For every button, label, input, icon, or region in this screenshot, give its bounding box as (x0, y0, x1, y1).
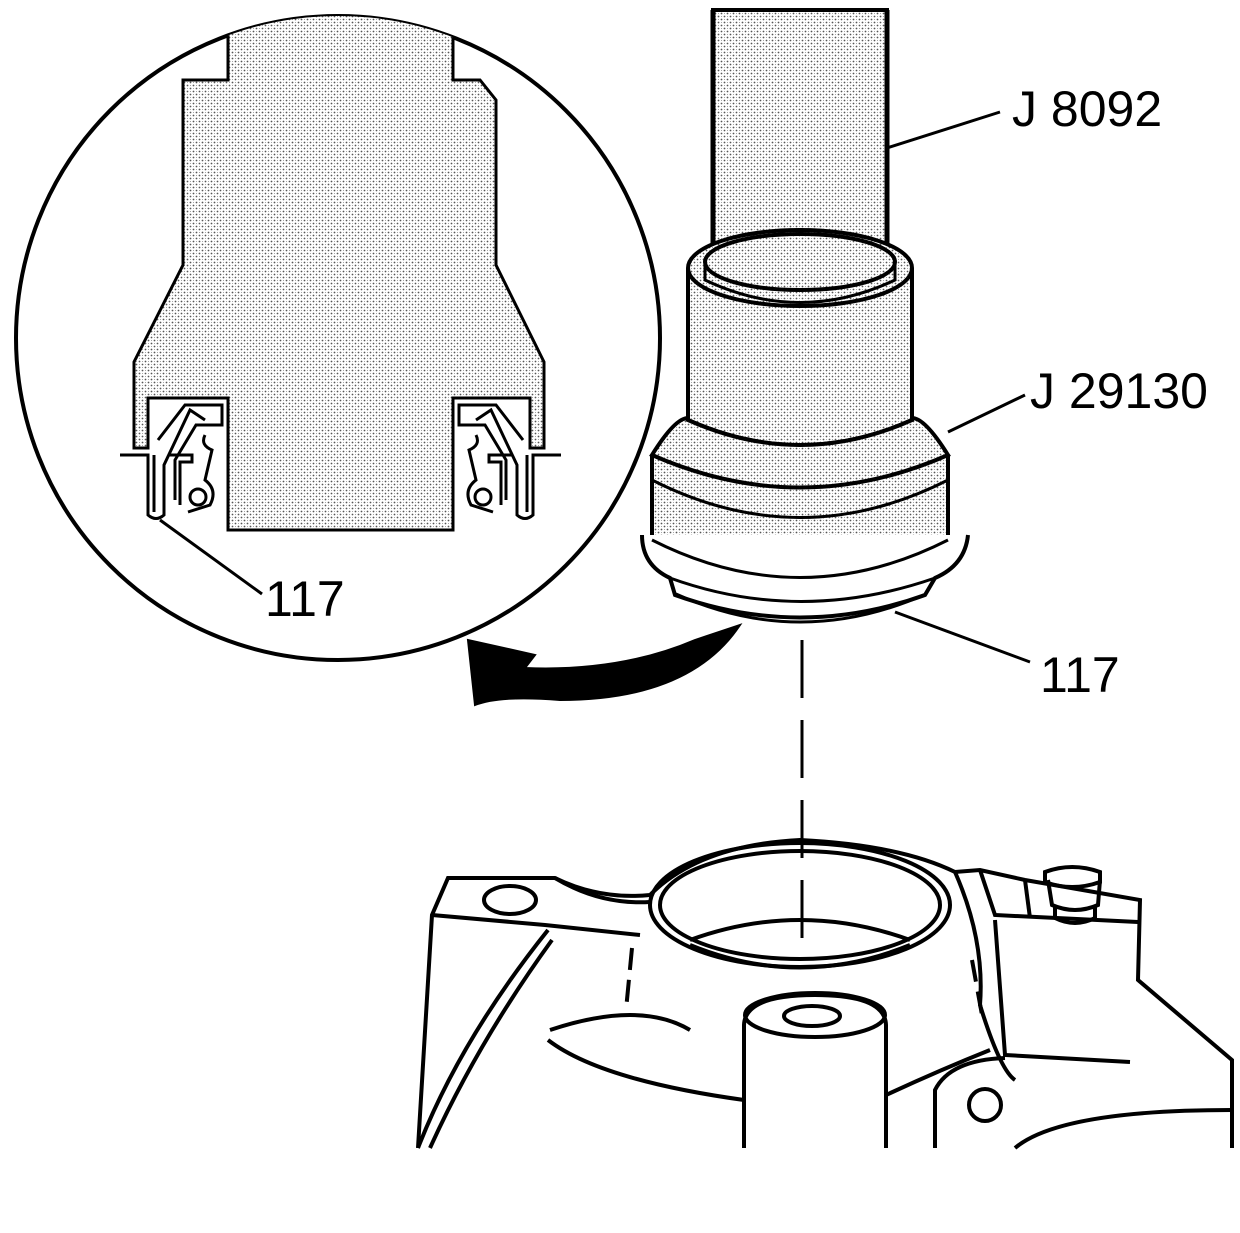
detail-seal-right (457, 403, 561, 520)
tool-assembly (640, 8, 970, 624)
housing (416, 837, 1234, 1150)
label-117-main: 117 (1040, 647, 1120, 703)
label-j29130: J 29130 (1030, 363, 1208, 419)
detail-seal-left (120, 403, 224, 520)
leader-j29130 (947, 393, 1026, 434)
label-j8092: J 8092 (1012, 81, 1163, 137)
leader-j8092 (886, 110, 1001, 150)
leader-117-detail (159, 518, 263, 596)
detail-view (14, 14, 662, 662)
label-117-detail: 117 (265, 571, 345, 627)
leader-117-main (894, 610, 1031, 664)
detail-tool-section (132, 16, 546, 532)
arrow-to-detail (466, 623, 743, 707)
